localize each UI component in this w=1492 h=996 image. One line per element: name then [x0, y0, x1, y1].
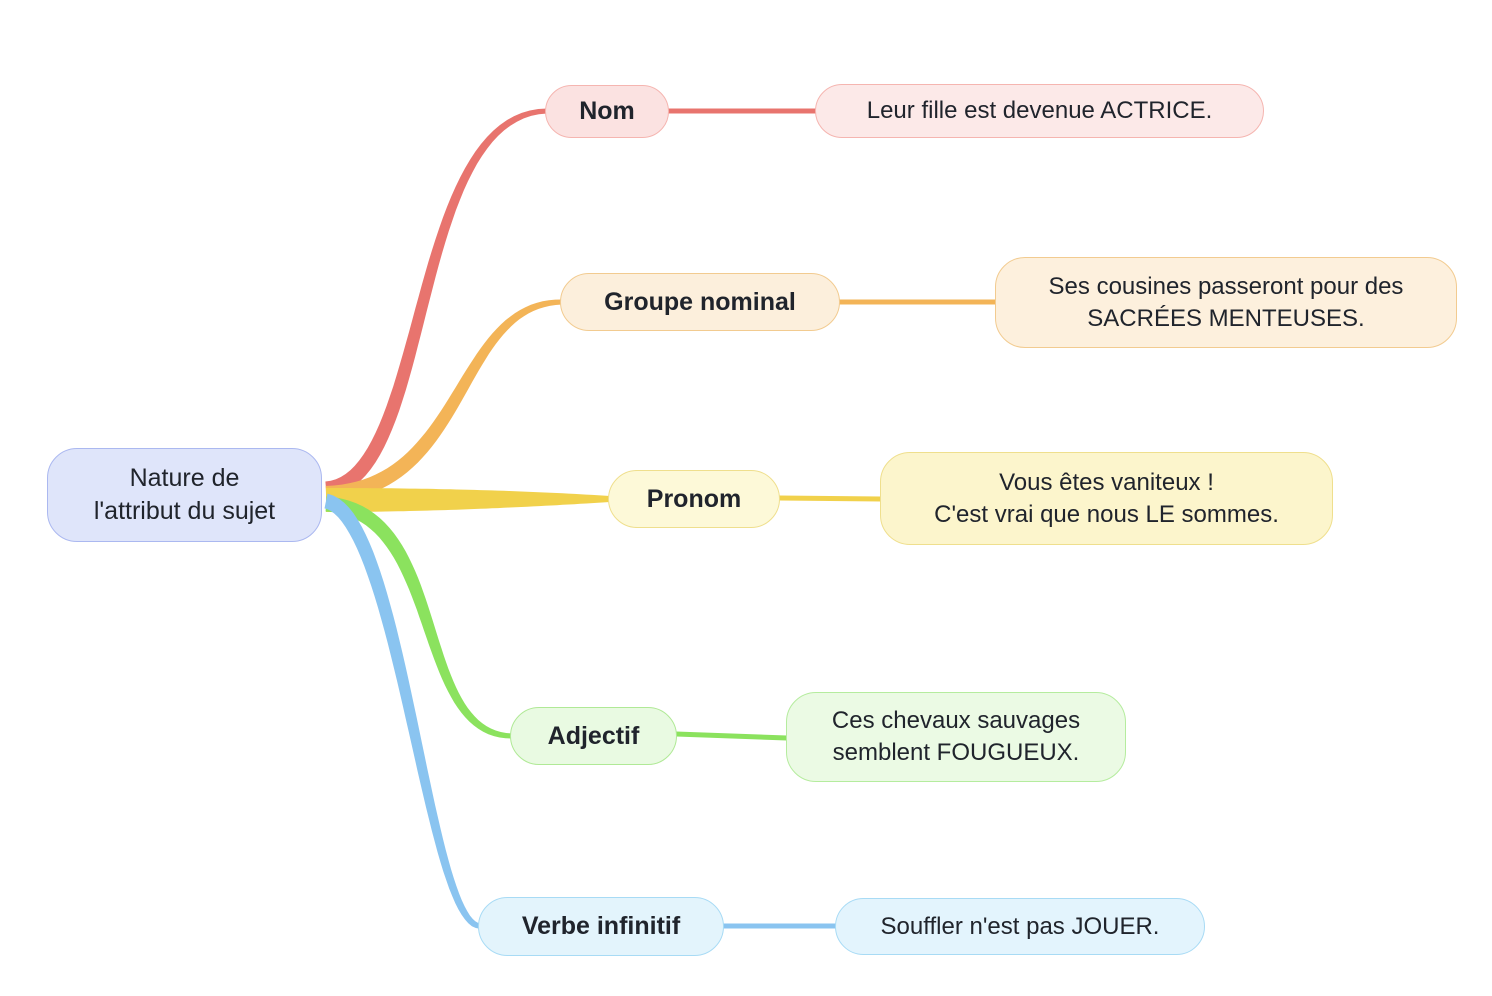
leaf-text: Ses cousines passeront pour des SACRÉES …: [1048, 272, 1404, 332]
topic-label: Verbe infinitif: [521, 912, 681, 940]
leaf-node-verbe-infinitif-example[interactable]: Souffler n'est pas JOUER.: [835, 898, 1205, 955]
root-node[interactable]: Nature de l'attribut du sujet: [47, 448, 322, 542]
leaf-text: Ces chevaux sauvages semblent FOUGUEUX.: [831, 707, 1081, 766]
topic-node-nom[interactable]: Nom: [545, 85, 669, 138]
leaf-text: Vous êtes vaniteux ! C'est vrai que nous…: [934, 468, 1279, 528]
topic-label: Adjectif: [547, 721, 640, 750]
topic-label: Groupe nominal: [604, 287, 796, 316]
leaf-text: Leur fille est devenue ACTRICE.: [866, 97, 1213, 125]
topic-to-example-line-pronom: [776, 495, 884, 502]
topic-node-pronom[interactable]: Pronom: [608, 470, 780, 528]
topic-label: Nom: [579, 97, 635, 125]
leaf-node-adjectif-example[interactable]: Ces chevaux sauvages semblent FOUGUEUX.: [786, 692, 1126, 782]
topic-to-example-line-adjectif: [673, 731, 790, 741]
branch-curve-pronom: [326, 488, 610, 512]
leaf-text: Souffler n'est pas JOUER.: [880, 912, 1160, 940]
topic-node-adjectif[interactable]: Adjectif: [510, 707, 677, 765]
leaf-node-nom-example[interactable]: Leur fille est devenue ACTRICE.: [815, 84, 1264, 138]
topic-node-groupe-nominal[interactable]: Groupe nominal: [560, 273, 840, 331]
root-label: Nature de l'attribut du sujet: [93, 464, 276, 525]
topic-node-verbe-infinitif[interactable]: Verbe infinitif: [478, 897, 724, 956]
topic-label: Pronom: [646, 484, 742, 513]
leaf-node-pronom-example[interactable]: Vous êtes vaniteux ! C'est vrai que nous…: [880, 452, 1333, 545]
leaf-node-groupe-nominal-example[interactable]: Ses cousines passeront pour des SACRÉES …: [995, 257, 1457, 348]
